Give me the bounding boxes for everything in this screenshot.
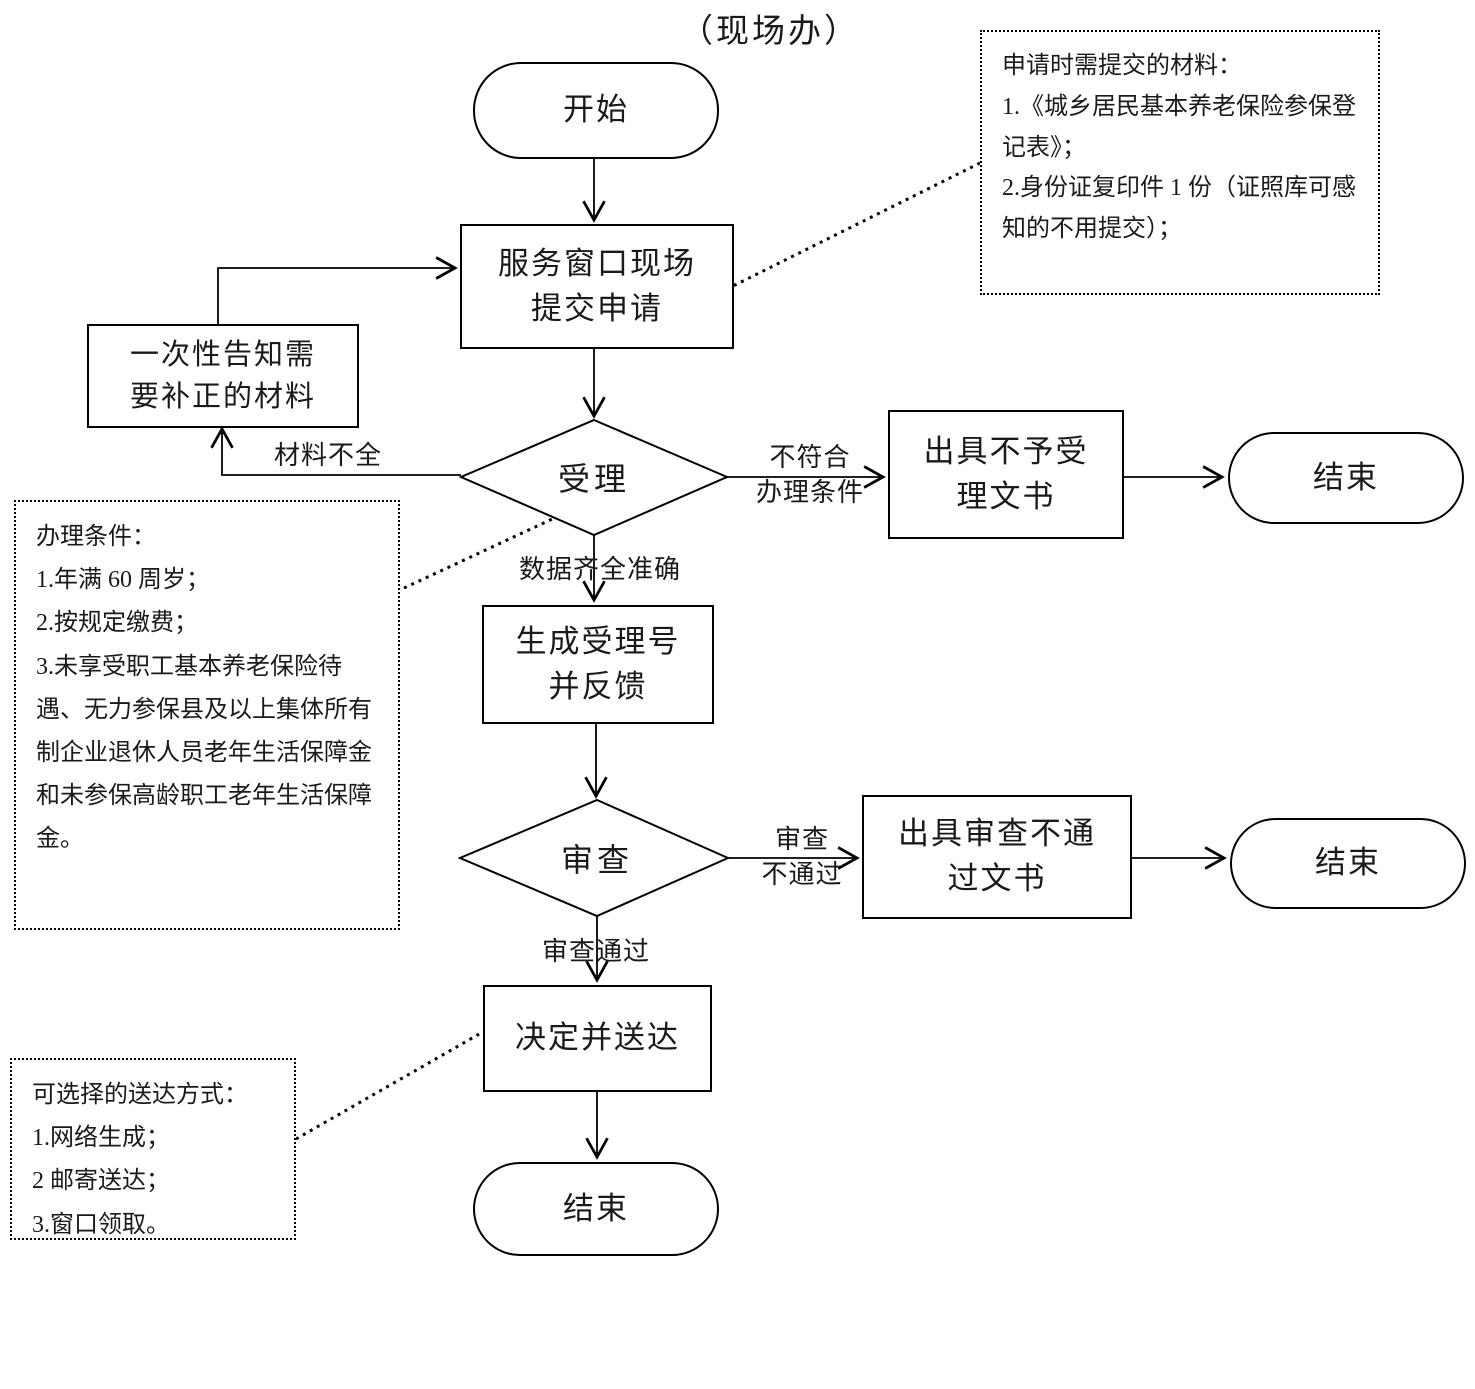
note-line: 申请时需提交的材料：: [1002, 53, 1242, 79]
node-start: 开始: [473, 62, 719, 159]
dotted-link-delivery-note: [295, 1031, 482, 1141]
note-handling-conditions: 办理条件： 1.年满 60 周岁； 2.按规定缴费； 3.未享受职工基本养老保险…: [14, 500, 400, 930]
edge-notify-to-submit: [217, 256, 458, 324]
note-line: 1.《城乡居民基本养老保险参保登记表》；: [1002, 93, 1356, 161]
node-decide-deliver: 决定并送达: [483, 985, 712, 1092]
note-line: 3.窗口领取。: [32, 1211, 170, 1238]
edge-label-review-fail: 审查 不通过: [761, 825, 843, 890]
decision-accept-label: 受理: [557, 461, 630, 497]
node-reject-document: 出具不予受 理文书: [888, 410, 1124, 539]
page-title: （现场办）: [680, 14, 860, 50]
node-generate-number: 生成受理号 并反馈: [482, 605, 714, 724]
note-required-materials: 申请时需提交的材料： 1.《城乡居民基本养老保险参保登记表》； 2.身份证复印件…: [980, 30, 1380, 295]
edge-label-not-qualified: 不符合 办理条件: [755, 443, 864, 508]
node-end-reject: 结束: [1228, 432, 1464, 524]
note-line: 2.身份证复印件 1 份（证照库可感知的不用提交）；: [1002, 175, 1356, 243]
note-delivery-options: 可选择的送达方式： 1.网络生成； 2 邮寄送达； 3.窗口领取。: [10, 1058, 296, 1240]
node-end-review: 结束: [1230, 818, 1466, 909]
edge-label-review-pass: 审查通过: [541, 937, 650, 966]
note-line: 可选择的送达方式：: [32, 1082, 248, 1108]
note-line: 2 邮寄送达；: [32, 1168, 170, 1195]
node-end-final: 结束: [473, 1162, 719, 1256]
dotted-link-materials-note: [732, 161, 981, 288]
decision-review-label: 审查: [560, 842, 633, 878]
note-line: 2.按规定缴费；: [36, 610, 198, 637]
note-line: 1.网络生成；: [32, 1125, 170, 1152]
edge-label-data-complete: 数据齐全准确: [518, 555, 681, 584]
edge-label-materials-incomplete: 材料不全: [273, 441, 382, 470]
node-notify-correction: 一次性告知需 要补正的材料: [87, 324, 359, 428]
note-line: 办理条件：: [36, 524, 156, 550]
node-review-fail-document: 出具审查不通 过文书: [862, 795, 1132, 919]
note-line: 3.未享受职工基本养老保险待遇、无力参保县及以上集体所有制企业退休人员老年生活保…: [36, 653, 372, 853]
node-submit-application: 服务窗口现场 提交申请: [460, 224, 734, 349]
note-line: 1.年满 60 周岁；: [36, 567, 210, 594]
